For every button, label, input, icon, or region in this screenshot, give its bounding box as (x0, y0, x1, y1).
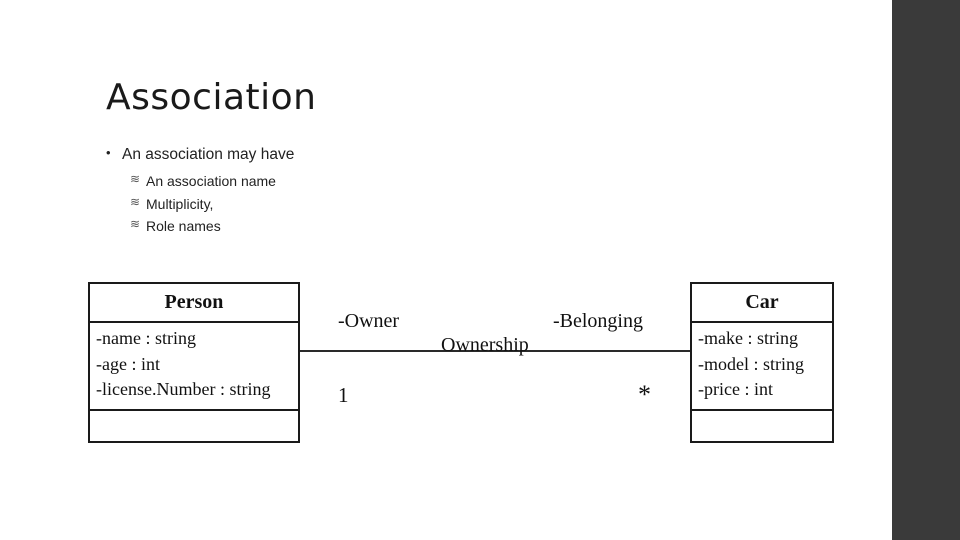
multiplicity-left: 1 (338, 383, 349, 407)
multiplicity-right: * (638, 380, 651, 409)
uml-class-name: Person (90, 284, 298, 323)
page-title: Association (106, 77, 317, 118)
uml-operation-list (692, 411, 832, 441)
uml-class-diagram: Person -name : string -age : int -licens… (0, 262, 900, 462)
list-item: ≋ Multiplicity, (100, 193, 620, 216)
uml-attribute: -model : string (698, 353, 804, 374)
association-role-right: -Belonging (553, 310, 643, 332)
list-item-label: Multiplicity, (146, 195, 214, 212)
bullet-marker-icon: • (106, 145, 111, 160)
list-item-label: An association may have (122, 146, 295, 163)
list-item-label: Role names (146, 218, 221, 235)
list-item: • An association may have (100, 145, 620, 166)
bullet-marker-icon: ≋ (130, 194, 141, 209)
bullet-marker-icon: ≋ (130, 171, 141, 186)
association-name: Ownership (441, 334, 529, 356)
association-line (300, 350, 690, 352)
uml-class-car: Car -make : string -model : string -pric… (690, 282, 834, 443)
uml-attribute: -license.Number : string (96, 379, 271, 400)
bullet-list: • An association may have ≋ An associati… (100, 145, 620, 238)
bullet-marker-icon: ≋ (130, 217, 141, 232)
uml-class-person: Person -name : string -age : int -licens… (88, 282, 300, 443)
uml-class-name: Car (692, 284, 832, 323)
uml-attribute-list: -make : string -model : string -price : … (692, 323, 832, 411)
accent-bar (892, 0, 960, 540)
uml-attribute: -name : string (96, 328, 196, 348)
uml-operation-list (90, 411, 298, 441)
uml-attribute-list: -name : string -age : int -license.Numbe… (90, 323, 298, 411)
list-item: ≋ Role names (100, 215, 620, 238)
uml-attribute: -make : string (698, 328, 798, 348)
association-role-left: -Owner (338, 310, 400, 332)
list-item: ≋ An association name (100, 170, 620, 193)
uml-attribute: -age : int (96, 353, 160, 374)
list-item-label: An association name (146, 172, 276, 189)
uml-attribute: -price : int (698, 379, 773, 400)
